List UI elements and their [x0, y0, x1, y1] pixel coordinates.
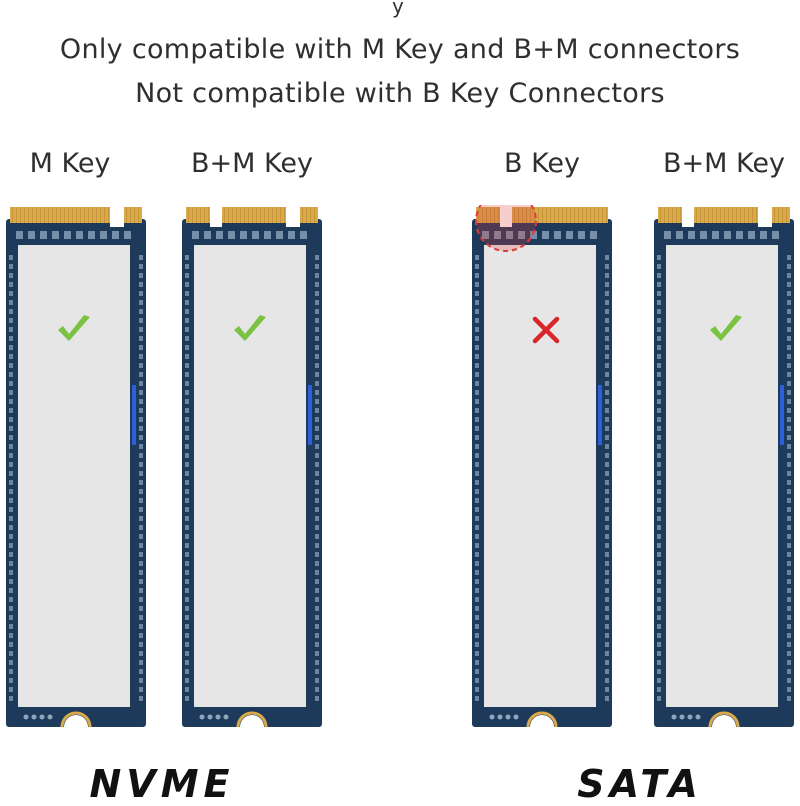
ssd-card-b-key [472, 205, 612, 727]
check-icon [54, 310, 94, 350]
group-label-nvme: NVME [89, 762, 235, 806]
check-icon [230, 310, 270, 350]
card-label-bm-key-sata: B+M Key [663, 148, 785, 179]
card-label-bm-key-nvme: B+M Key [191, 148, 313, 179]
clipped-heading-glyph: y [392, 0, 404, 18]
check-icon [706, 310, 746, 350]
incompatibility-headline: Not compatible with B Key Connectors [135, 78, 665, 109]
card-label-m-key: M Key [29, 148, 111, 179]
card-label-b-key: B Key [503, 148, 581, 179]
ssd-card-bm-key-nvme [182, 205, 322, 727]
ssd-card-m-key [6, 205, 146, 727]
ssd-card-bm-key-sata [654, 205, 794, 727]
group-label-sata: SATA [577, 762, 703, 806]
compatibility-headline: Only compatible with M Key and B+M conne… [59, 34, 741, 65]
b-key-notch-highlight [475, 205, 537, 252]
cross-icon [526, 310, 566, 350]
